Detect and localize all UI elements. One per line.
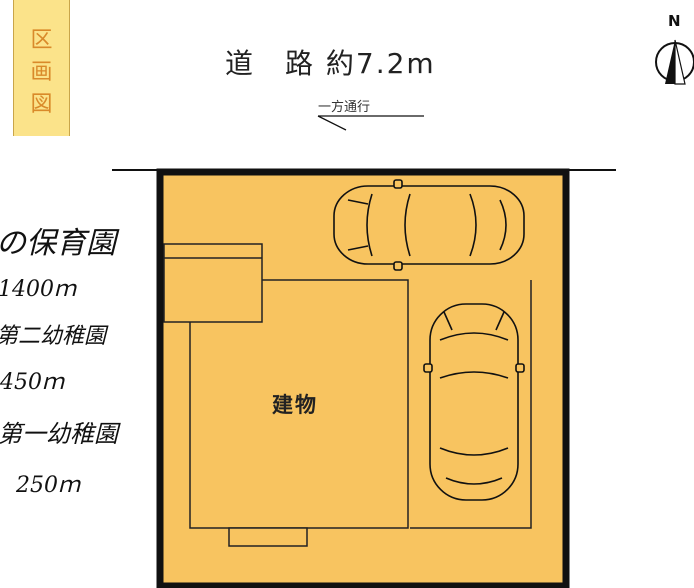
car-icon bbox=[333, 179, 525, 271]
building-annex bbox=[163, 243, 263, 323]
section-label-char: 図 bbox=[30, 92, 53, 117]
one-way-label: 一方通行 bbox=[318, 100, 371, 115]
car-icon bbox=[423, 303, 525, 501]
north-label: N bbox=[668, 12, 681, 30]
note-kindergarten-2: 第二幼稚園 bbox=[0, 324, 107, 349]
road-title: 道 路 約7.2m bbox=[225, 47, 436, 80]
note-nursery: の保育園 bbox=[0, 226, 116, 261]
section-label-char: 区 bbox=[30, 28, 53, 53]
note-nursery-distance: 1400ｍ bbox=[0, 277, 76, 302]
compass-icon bbox=[655, 39, 694, 85]
section-label-char: 画 bbox=[30, 60, 53, 85]
building bbox=[189, 279, 409, 547]
parking-line bbox=[410, 280, 532, 529]
note-kindergarten-1: 第一幼稚園 bbox=[0, 420, 118, 448]
note-kindergarten-2-distance: 450ｍ bbox=[0, 370, 64, 395]
note-kindergarten-1-distance: 250ｍ bbox=[16, 473, 80, 498]
one-way-arrow-icon bbox=[317, 115, 424, 131]
building-label: 建物 bbox=[272, 393, 318, 417]
section-label: 区 画 図 bbox=[13, 0, 70, 136]
